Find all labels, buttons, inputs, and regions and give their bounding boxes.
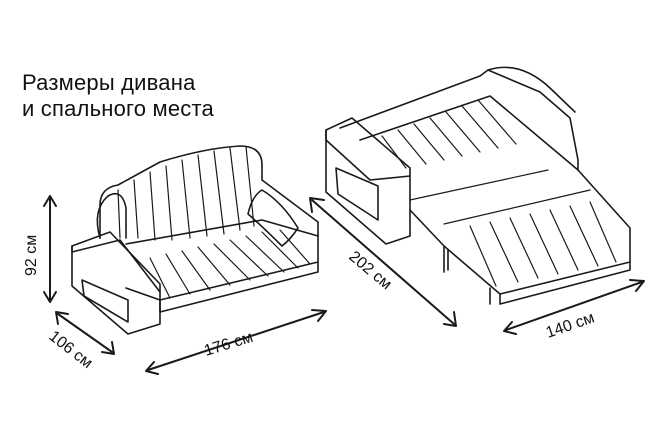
- dimension-depth: 106 см: [46, 311, 115, 372]
- folded-sofa: [71, 145, 319, 335]
- dimension-width: 176 см: [145, 309, 327, 375]
- dimension-bed-length: 202 см: [309, 197, 457, 327]
- sofa-backrest: [99, 145, 319, 239]
- title-line-2: и спального места: [22, 96, 214, 121]
- bed-length-label: 202 см: [345, 248, 394, 293]
- mattress-ribs: [381, 99, 617, 287]
- sofa-front-arm: [71, 231, 161, 335]
- bed-left-arm: [325, 117, 411, 245]
- page-title: Размеры дивана и спального места: [22, 70, 214, 122]
- height-label: 92 см: [23, 235, 40, 276]
- bed-base: [443, 245, 631, 305]
- title-line-1: Размеры дивана: [22, 70, 196, 95]
- width-label: 176 см: [202, 329, 255, 360]
- sofa-pillow: [247, 189, 299, 247]
- dimension-height: 92 см: [23, 195, 57, 303]
- bed-back-frame: [339, 69, 579, 171]
- unfolded-bed: [325, 66, 631, 305]
- sofa-seat: [125, 219, 319, 301]
- seat-ribs: [149, 229, 311, 299]
- sofa-rear-arm: [96, 192, 127, 239]
- bed-mattress: [359, 95, 631, 295]
- backrest-ribs: [117, 146, 255, 241]
- dimension-bed-width: 140 см: [503, 279, 645, 342]
